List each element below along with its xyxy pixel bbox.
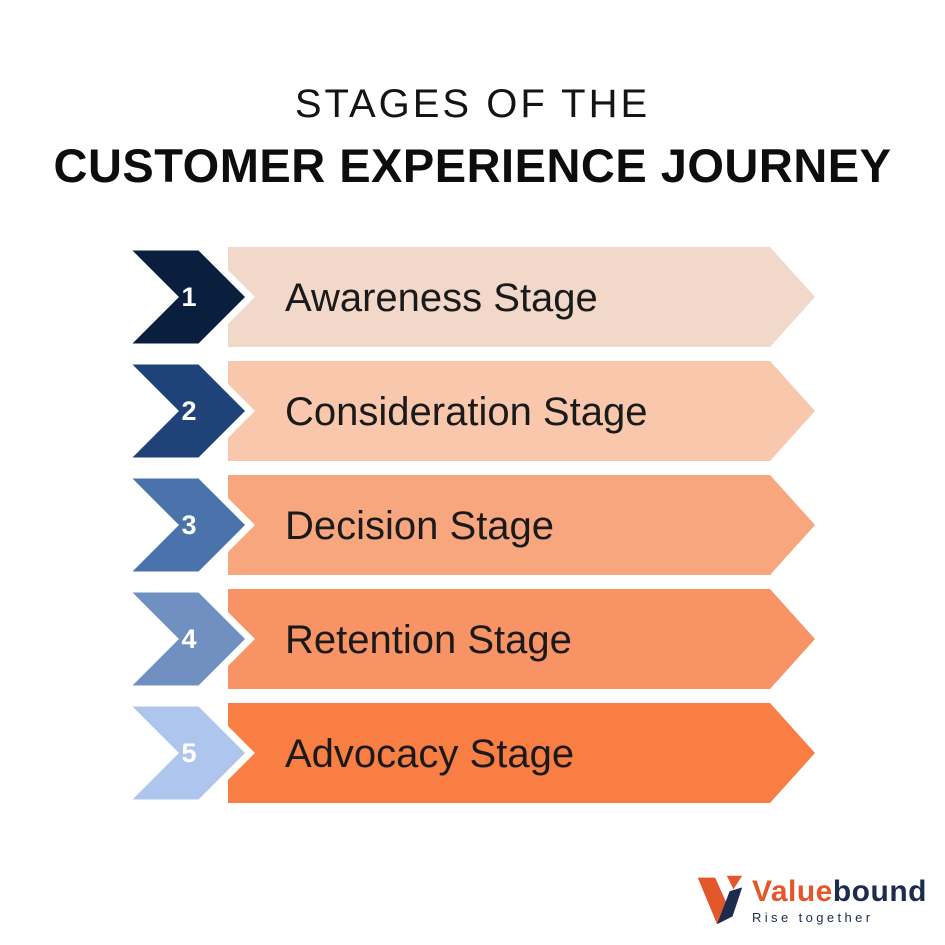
stage-row-2: 2 Consideration Stage — [115, 357, 824, 465]
stage-banner-arrow — [228, 703, 815, 803]
stage-banner-arrow — [228, 475, 815, 575]
valuebound-logo-mark-icon — [697, 875, 743, 925]
valuebound-logo: Valuebound Rise together — [690, 868, 927, 926]
stage-row-5: 5 Advocacy Stage — [115, 699, 824, 807]
stage-label: Advocacy Stage — [285, 732, 575, 776]
stage-number: 4 — [181, 624, 197, 654]
stage-number-chevron — [115, 699, 255, 807]
stage-number: 2 — [181, 396, 197, 426]
stage-label: Retention Stage — [285, 618, 572, 662]
title-line-1: STAGES OF THE — [294, 82, 651, 126]
stage-label: Decision Stage — [285, 504, 555, 548]
stage-number: 3 — [181, 510, 197, 540]
stage-number: 5 — [181, 738, 197, 768]
page-title: CUSTOMER EXPERIENCE JOURNEY — [53, 139, 892, 192]
stage-row-4: 4 Retention Stage — [115, 585, 824, 693]
stage-number: 1 — [181, 282, 197, 312]
stage-row-3: 3 Decision Stage — [115, 471, 824, 579]
brand-name-secondary: bound — [832, 875, 927, 908]
stages-list: 1 Awareness Stage 2 Consideration Stage … — [115, 243, 824, 817]
stage-banner-arrow — [228, 589, 815, 689]
stage-label: Awareness Stage — [285, 276, 598, 320]
brand-wordmark: Valuebound — [752, 876, 927, 908]
brand-tagline: Rise together — [751, 910, 874, 925]
stage-number-chevron — [115, 243, 255, 351]
stage-number-chevron — [115, 585, 255, 693]
logo-text-block: Valuebound Rise together — [751, 876, 927, 926]
stage-banner-arrow — [228, 361, 815, 461]
brand-name-primary: Value — [751, 875, 833, 908]
stage-row-1: 1 Awareness Stage — [115, 243, 824, 351]
stage-number-chevron — [115, 357, 255, 465]
stage-label: Consideration Stage — [285, 390, 648, 434]
stage-number-chevron — [115, 471, 255, 579]
stage-banner-arrow — [228, 247, 815, 347]
